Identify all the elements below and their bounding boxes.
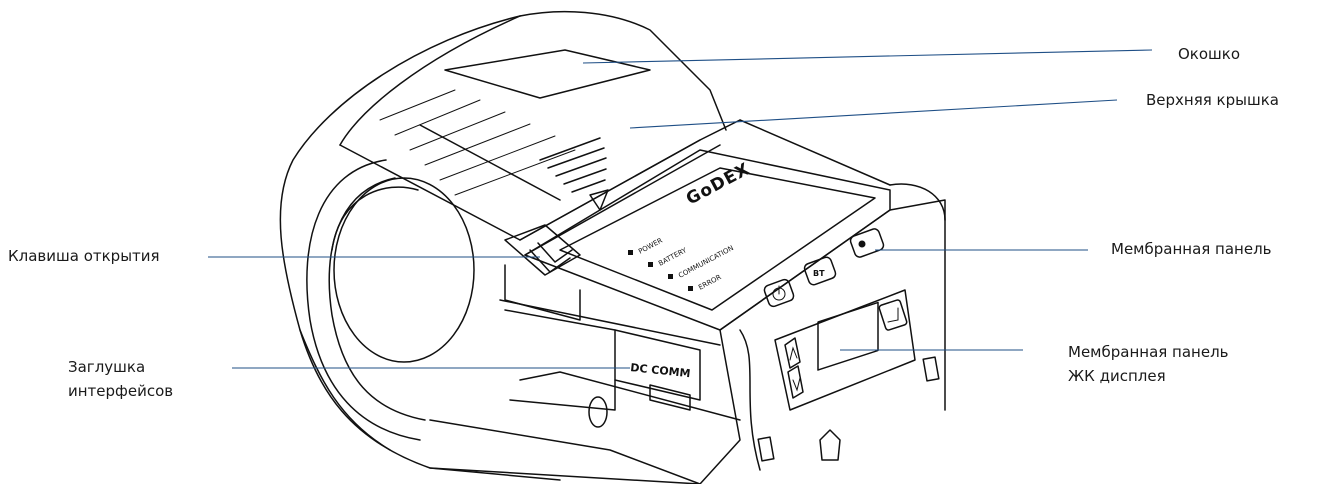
label-port-cover: Заглушка интерфейсов	[68, 355, 173, 403]
down-key[interactable]	[787, 365, 804, 399]
feed-button[interactable]	[849, 228, 885, 259]
power-button[interactable]	[763, 278, 795, 308]
feed-icon	[858, 240, 866, 248]
port-cover: DC COMM	[429, 299, 741, 484]
label-lcd-panel-line1: Мембранная панель	[1068, 343, 1229, 361]
label-lcd-panel: Мембранная панель ЖК дисплея	[1068, 340, 1229, 388]
indicator-communication: COMMUNICATION	[677, 244, 735, 280]
indicator-battery: BATTERY	[657, 246, 688, 268]
window-area	[444, 49, 651, 99]
label-top-cover: Верхняя крышка	[1146, 91, 1279, 109]
label-window: Окошко	[1178, 45, 1241, 63]
enter-key[interactable]	[878, 299, 908, 331]
leader-lines	[208, 49, 1153, 369]
leader-window	[582, 49, 1153, 64]
label-membrane-panel: Мембранная панель	[1111, 240, 1272, 258]
front-body	[699, 119, 946, 484]
bluetooth-button[interactable]: BT	[803, 256, 837, 286]
label-port-cover-line2: интерфейсов	[68, 382, 174, 400]
leader-top-cover	[629, 99, 1118, 129]
label-lcd-panel-line2: ЖК дисплея	[1068, 367, 1166, 385]
indicator-error: ERROR	[697, 273, 723, 292]
open-key[interactable]	[504, 224, 581, 321]
brand-logo: GoDEX	[683, 159, 754, 209]
vent-slots	[539, 137, 609, 211]
up-key[interactable]	[784, 337, 801, 369]
label-port-cover-line1: Заглушка	[68, 358, 146, 376]
port-label: DC COMM	[630, 361, 691, 380]
indicator-power: POWER	[637, 236, 664, 255]
bluetooth-icon: BT	[813, 269, 825, 278]
label-open-key: Клавиша открытия	[8, 247, 160, 265]
lcd-screen	[817, 301, 879, 371]
top-cover	[339, 15, 741, 256]
lcd-bezel	[774, 289, 916, 411]
roll-housing	[279, 10, 727, 484]
